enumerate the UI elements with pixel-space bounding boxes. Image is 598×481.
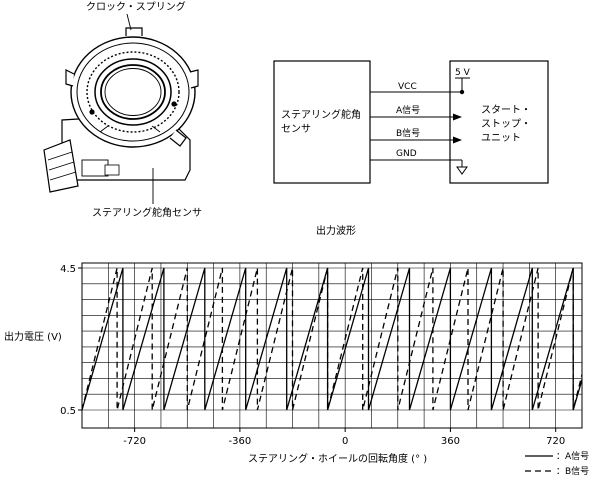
a-signal-arrow bbox=[453, 113, 462, 121]
series-a-group bbox=[81, 267, 583, 411]
block-diagram: ステアリング舵角 センサ スタート・ ストップ・ ユニット 5 V VCC A信… bbox=[273, 60, 549, 184]
supply-label: 5 V bbox=[455, 68, 471, 78]
x-tick-label: 0 bbox=[342, 436, 348, 447]
clock-spring-leader bbox=[126, 13, 132, 31]
y-tick-label: 0.5 bbox=[60, 406, 76, 417]
vcc-label: VCC bbox=[398, 82, 417, 92]
x-axis-label: ステアリング・ホイールの回転角度 (° ) bbox=[248, 452, 427, 465]
unit-box-label-line-1: スタート・ bbox=[481, 104, 531, 116]
clock-spring-rotor bbox=[94, 58, 172, 126]
unit-box-label-line-2: ストップ・ bbox=[481, 118, 531, 130]
b-signal-arrow bbox=[453, 136, 462, 144]
y-tick-label: 4.5 bbox=[60, 264, 76, 275]
chart-grid bbox=[81, 262, 583, 429]
x-tick-label: 360 bbox=[441, 436, 460, 447]
x-tick-label: -720 bbox=[123, 436, 146, 447]
series-a-line bbox=[81, 267, 583, 411]
series-b-line bbox=[81, 267, 583, 411]
chart-legend: ：A信号 ：B信号 bbox=[525, 450, 589, 477]
chart-title: 出力波形 bbox=[316, 224, 356, 237]
unit-box-label-line-3: ユニット bbox=[481, 133, 521, 144]
sensor-box-label-line-2: センサ bbox=[281, 123, 311, 135]
clock-spring-label: クロック・スプリング bbox=[86, 0, 186, 13]
axis-ticks: -720 -360 0 360 720 0.5 4.5 bbox=[60, 264, 565, 447]
a-signal-label: A信号 bbox=[396, 104, 420, 116]
series-b-group bbox=[81, 267, 583, 411]
legend-a-label: ：A信号 bbox=[556, 450, 589, 462]
sensor-box-label-line-1: ステアリング舵角 bbox=[281, 108, 361, 121]
unit-box bbox=[449, 60, 549, 184]
x-tick-label: -360 bbox=[229, 436, 252, 447]
ground-symbol bbox=[456, 166, 468, 175]
y-axis-label: 出力電圧 (V) bbox=[4, 330, 62, 343]
x-tick-label: 720 bbox=[546, 436, 565, 447]
output-waveform-chart: 出力波形 出力電圧 (V) ステアリング・ホイールの回転角度 (° ) -720… bbox=[4, 224, 589, 477]
plot-frame bbox=[81, 262, 583, 429]
sensor-label: ステアリング舵角センサ bbox=[92, 206, 202, 219]
gnd-label: GND bbox=[396, 149, 417, 159]
clock-spring-illustration bbox=[43, 13, 199, 204]
b-signal-label: B信号 bbox=[396, 127, 420, 139]
sensor-box bbox=[273, 60, 371, 184]
legend-b-label: ：B信号 bbox=[556, 465, 589, 477]
